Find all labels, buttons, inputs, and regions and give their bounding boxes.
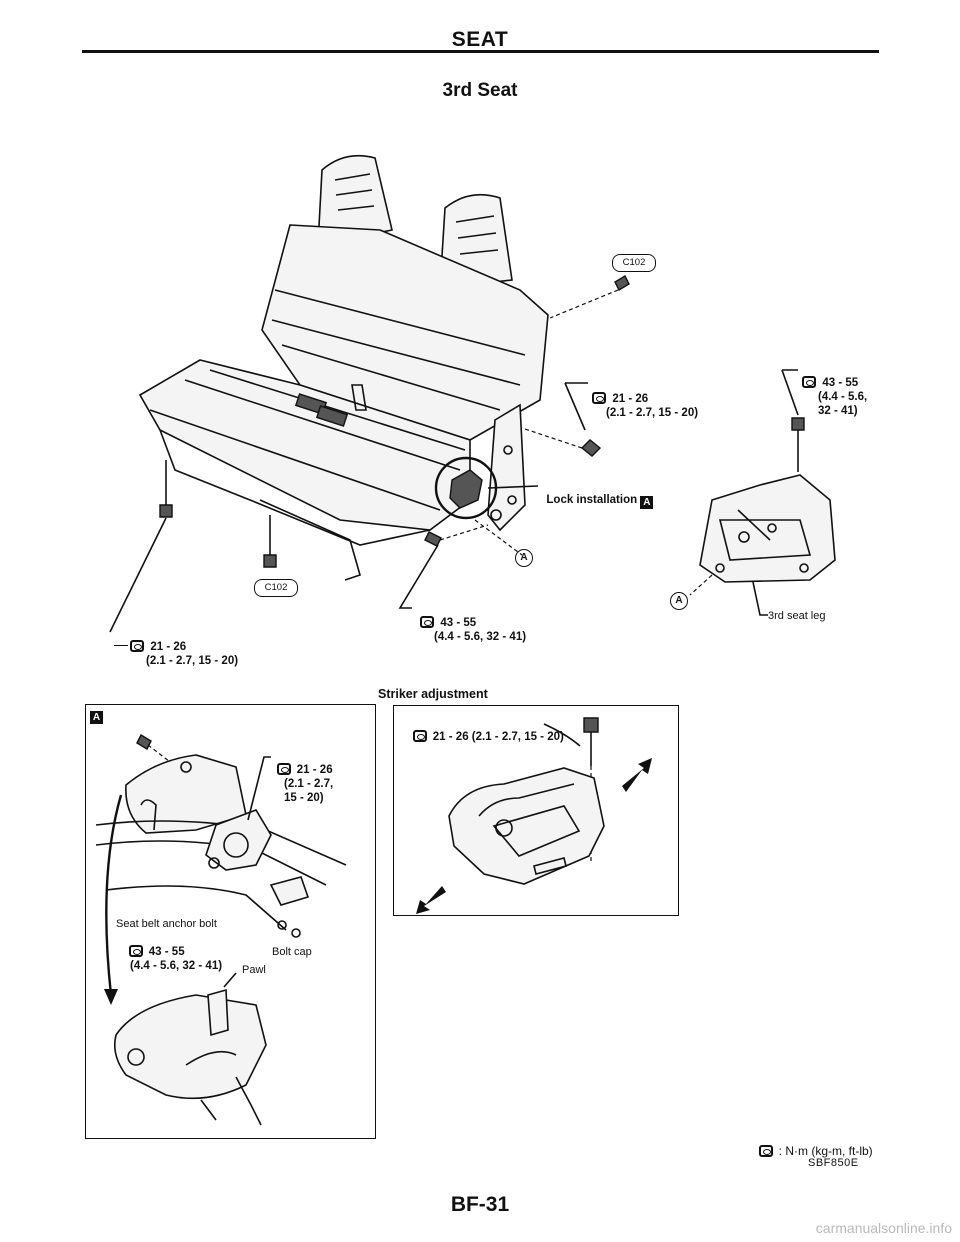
striker-torque: 21 - 26 (2.1 - 2.7, 15 - 20) bbox=[400, 716, 564, 758]
torque-wrench-icon bbox=[758, 1145, 773, 1157]
detail-a-panel: A 21 - 26(2.1 - 2.7, 15 - 20) Seat belt … bbox=[85, 704, 376, 1139]
striker-panel: 21 - 26 (2.1 - 2.7, 15 - 20) bbox=[393, 705, 679, 916]
section-title: SEAT bbox=[451, 28, 509, 51]
striker-adjustment-title: Striker adjustment bbox=[378, 687, 488, 701]
seat-belt-anchor-torque: 43 - 55(4.4 - 5.6, 32 - 41) bbox=[128, 945, 223, 972]
watermark: carmanualsonline.info bbox=[815, 1220, 952, 1236]
torque-wrench-icon bbox=[592, 392, 607, 404]
connector-c102-bottom: C102 bbox=[254, 579, 298, 597]
bolt-cap-label: Bolt cap bbox=[272, 946, 312, 958]
ref-badge-a: A bbox=[640, 496, 654, 509]
header-rule bbox=[82, 50, 879, 53]
torque-callout-left: 21 - 26(2.1 - 2.7, 15 - 20) bbox=[108, 626, 238, 668]
torque-callout-front: 43 - 55(4.4 - 5.6, 32 - 41) bbox=[414, 602, 526, 644]
page-number: BF-31 bbox=[450, 1193, 510, 1216]
torque-wrench-icon bbox=[128, 945, 143, 957]
page-subtitle: 3rd Seat bbox=[442, 80, 518, 101]
lock-installation-label: Lock installation A bbox=[540, 479, 654, 509]
detail-a-badge: A bbox=[90, 711, 103, 724]
torque-wrench-icon bbox=[802, 376, 817, 388]
detail-a-torque: 21 - 26(2.1 - 2.7, 15 - 20) bbox=[264, 749, 333, 819]
seat-belt-anchor-label: Seat belt anchor bolt bbox=[116, 918, 217, 930]
seat-leg-label: 3rd seat leg bbox=[768, 610, 826, 622]
pawl-label: Pawl bbox=[242, 964, 266, 976]
torque-wrench-icon bbox=[420, 616, 435, 628]
unit-legend: : N·m (kg-m, ft-lb) bbox=[752, 1130, 873, 1158]
figure-code: SBF850E bbox=[808, 1157, 859, 1169]
connector-c102-top: C102 bbox=[612, 254, 656, 272]
torque-wrench-icon bbox=[130, 640, 145, 652]
marker-a-leg: A bbox=[670, 592, 688, 610]
detail-a-illustration bbox=[95, 734, 347, 1126]
torque-wrench-icon bbox=[412, 730, 427, 742]
torque-callout-right: 43 - 55(4.4 - 5.6, 32 - 41) bbox=[796, 362, 867, 418]
torque-wrench-icon bbox=[276, 763, 291, 775]
torque-callout-center: 21 - 26(2.1 - 2.7, 15 - 20) bbox=[586, 378, 698, 420]
striker-illustration bbox=[416, 717, 652, 914]
marker-a-seat: A bbox=[515, 549, 533, 567]
